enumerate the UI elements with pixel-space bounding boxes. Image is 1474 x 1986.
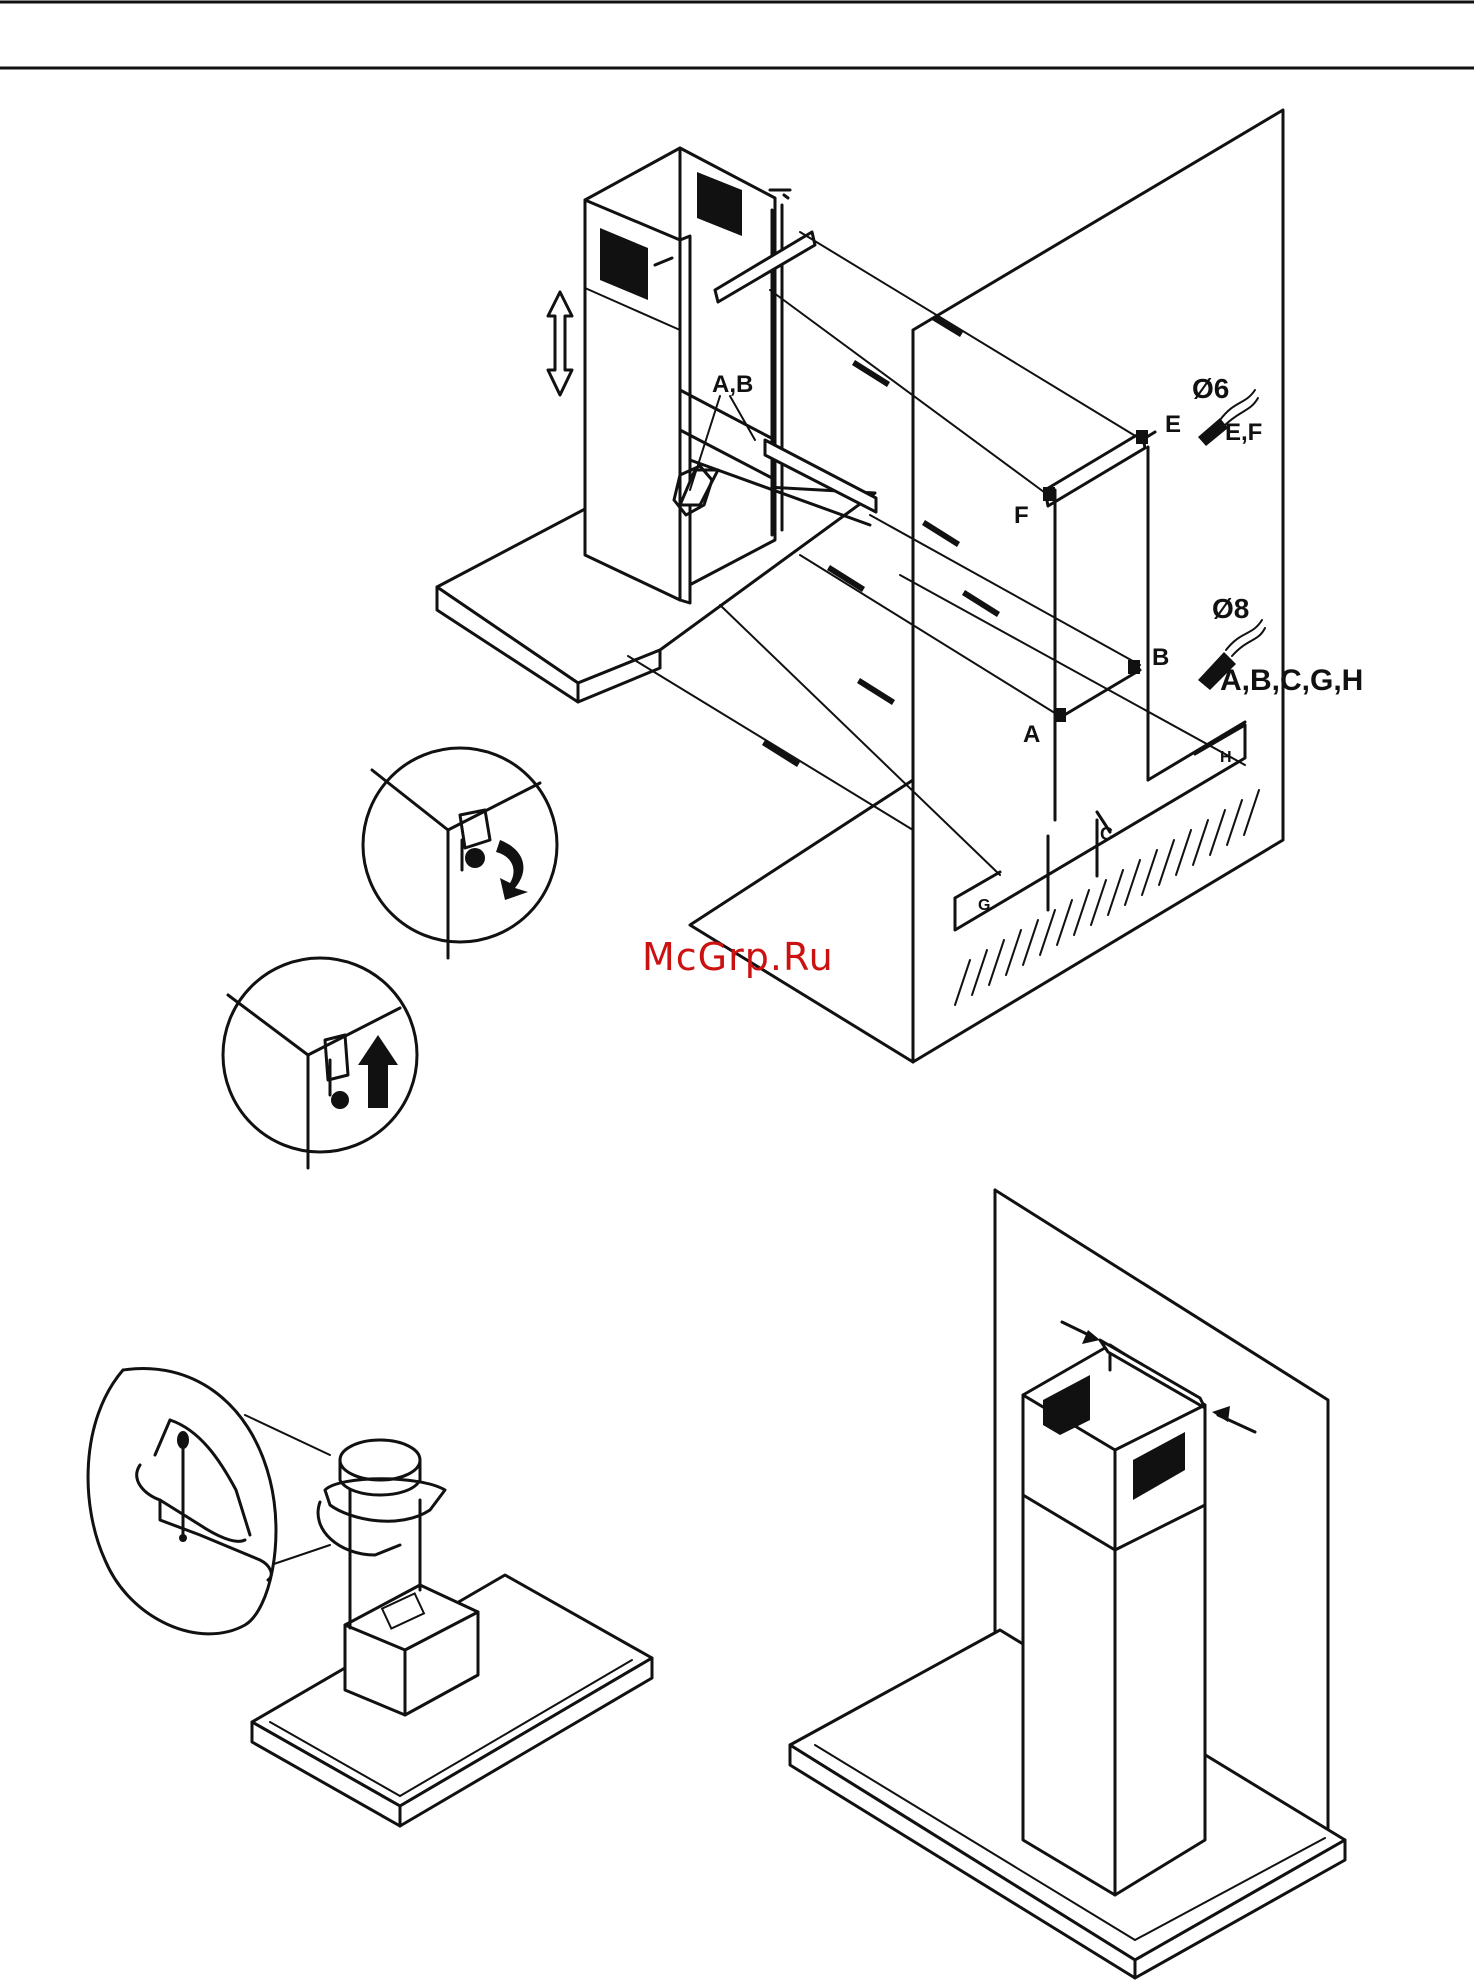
label-a: A [1023,721,1040,748]
drill-6-targets: E,F [1225,419,1262,446]
detail-duct-clamp [88,1368,276,1633]
label-f: F [1014,502,1029,529]
screw-icon [857,678,895,705]
double-arrow-icon [548,292,572,395]
press-arrow-icon [1062,1322,1100,1344]
floor-projection [690,780,913,1062]
screw-icon [827,565,865,592]
press-arrow-icon [1212,1406,1255,1432]
watermark: McGrp.Ru [642,935,834,979]
installed-hood [790,1190,1345,1978]
screw-icon [932,315,963,337]
bracket-ab [1054,660,1140,722]
svg-text:A,B: A,B [712,371,753,398]
wall-panel [913,110,1283,1062]
drill-callout-8: Ø8 A,B,C,G,H [1198,593,1363,697]
drill-callout-6: Ø6 E,F [1192,373,1262,446]
exploded-assembly: A,B [437,110,1363,1062]
detail-hook-lift [223,958,417,1168]
drill-8-targets: A,B,C,G,H [1220,664,1363,697]
label-g: G [978,897,990,914]
hood-with-duct [245,1415,652,1826]
label-e: E [1165,411,1181,438]
label-b: B [1152,644,1169,671]
label-h: H [1220,749,1232,766]
header-rules [0,2,1474,68]
part-labels: E F B A C G H [978,411,1232,914]
drill-size-8: Ø8 [1212,593,1249,624]
label-c: C [1100,824,1113,844]
wall-hatching [955,790,1259,1005]
detail-hook-rotate [363,748,557,958]
screw-icon [922,520,960,547]
drill-size-6: Ø6 [1192,373,1229,404]
screw-icon [762,740,800,767]
